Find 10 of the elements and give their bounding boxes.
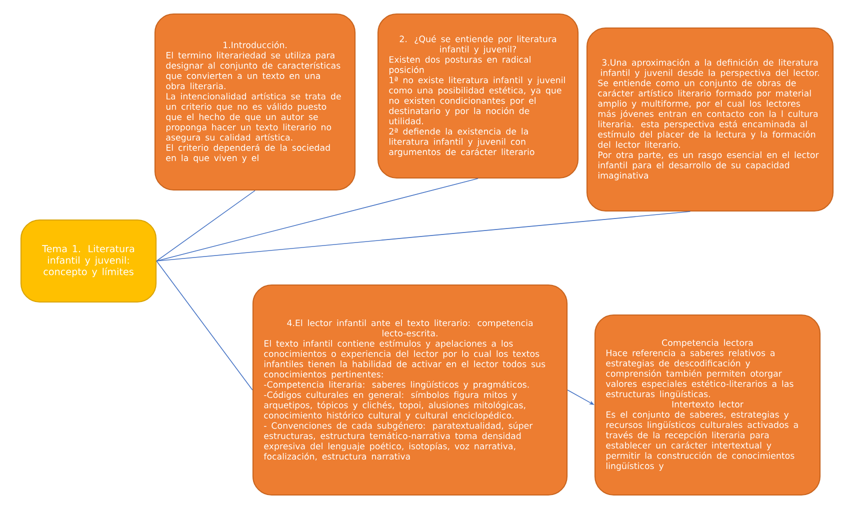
section-box: 2. ¿Qué se entiende por literatura infantil y juvenil? Existen dos posturas en radical posición 1ª no existe literatura infantil y juvenil como una posibilidad estética, ya que no existen condicionantes por el destinatario y por la noción de utilidad. 2ª defiende la existencia de la literatura infantil y juvenil con argumentos de carácter literario: [377, 13, 579, 179]
section-box: 1.Introducción. El termino literariedad se utiliza para designar al conjunto de características que convierten a un texto en una obra literaria. La intencionalidad artística se trata de un criterio que no es válido puesto que el hecho de que un autor se proponga hacer un texto literario no asegura su calidad artística. El criterio dependerá de la sociedad en la que viven y el: [154, 13, 356, 191]
connector: [156, 178, 478, 262]
section-box: 3.Una aproximación a la definición de literatura infantil y juvenil desde la perspectiva del lector. Se entiende como un conjunto de obras de carácter artístico literario formado por material amplio y multiforme, por el cual los lectores más jóvenes entran en contacto con la l cultura literaria. esta perspectiva está encaminada al estímulo del placer de la lectura y la formación del lector literario. Por otra parte, es un rasgo esencial en el lector infantil para el desarrollo de su capacidad imaginativa: [586, 27, 834, 212]
connector: [156, 190, 256, 262]
connector: [156, 211, 691, 262]
section-box: 4.El lector infantil ante el texto literario: competencia lecto-escrita. El texto infantil contiene estímulos y apelaciones a los conocimientos o experiencia del lector por lo cual los textos infantiles tienen la habilidad de activar en el lector todos sus conocimientos pertinentes: -Competencia literaria: saberes lingüísticos y pragmáticos. -Códigos culturales en general: símbolos figura mitos y arquetipos, tópicos y clichés, topoi, alusiones mitológicas, conocimiento histórico cultural y cultural enciclopédico. - Convenciones de cada subgénero: paratextualidad, súper estructuras, estructura temático-narrativa toma densidad expresiva del lenguaje poético, isotopías, voz narrativa, focalización, estructura narrativa: [252, 284, 568, 496]
topic-box: Tema 1. Literatura infantil y juvenil: concepto y límites: [20, 219, 157, 303]
connector: [156, 260, 253, 390]
section-box: Competencia lectora Hace referencia a saberes relativos a estrategias de descodificación y comprensión también permiten otorgar valores especiales estético-literarios a las estructuras lingüísticas. Intertexto lector Es el conjunto de saberes, estrategias y recursos lingüísticos culturales activados a través de la recepción literaria para establecer un carácter intertextual y permitir la construcción de conocimientos lingüísticos y: [594, 314, 821, 496]
